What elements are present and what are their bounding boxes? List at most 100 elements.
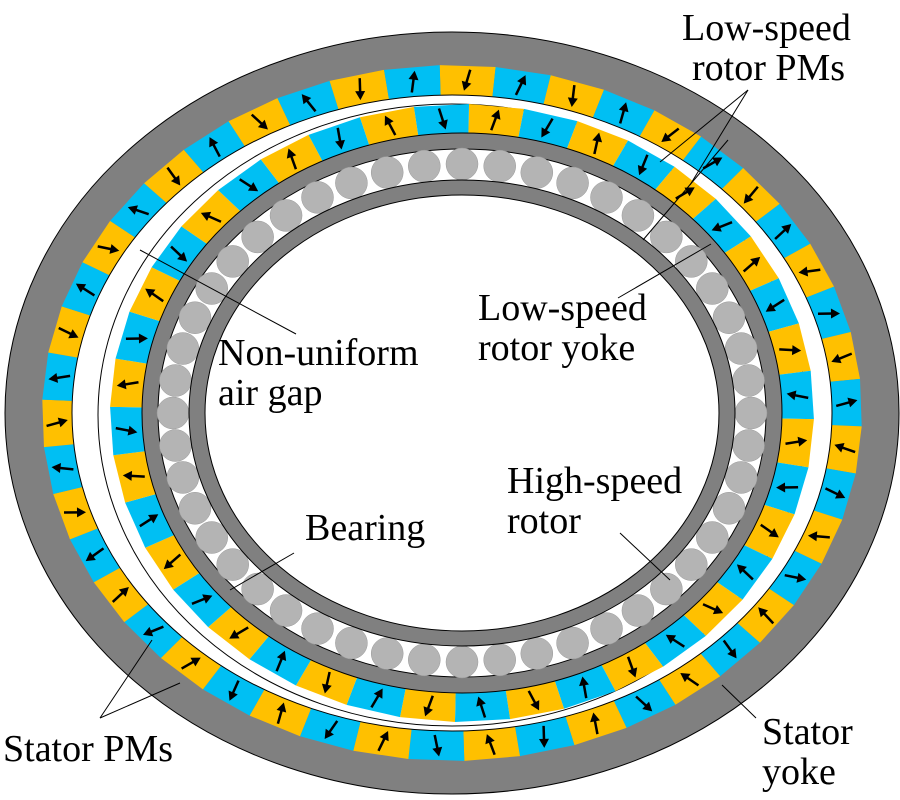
magnetization-arrow-head [627, 667, 638, 678]
leader-line [642, 139, 729, 241]
magnetization-arrow-head [177, 251, 188, 262]
magnetization-arrow-head [423, 706, 433, 717]
magnetization-arrow-head [229, 629, 240, 639]
bearing-ball [301, 612, 334, 645]
magnetization-arrow-head [373, 688, 383, 699]
bearing-ball [216, 245, 249, 278]
magnetization-arrow-head [68, 329, 79, 339]
magnetization-arrow-head [355, 90, 366, 101]
rotor-pm-segment [399, 688, 456, 722]
bearing-ball [445, 147, 479, 181]
bearing-ball [335, 626, 368, 660]
magnetization-arrow-head [797, 436, 808, 447]
magnetization-arrow-head [684, 187, 695, 197]
bearing-ball [675, 245, 708, 278]
magnetization-arrow-head [727, 648, 737, 659]
bearing-ball [216, 548, 249, 581]
magnetization-arrow-head [228, 690, 238, 701]
leader-line [689, 89, 749, 186]
magnetization-arrow-head [661, 132, 672, 143]
low-speed-rotor-pm-ring [110, 104, 814, 722]
magnetization-arrow-head [408, 70, 419, 81]
bearing-ball [724, 332, 758, 365]
label-line: Low-speed [682, 7, 851, 49]
label-line: rotor PMs [692, 47, 846, 89]
bearing-ball [195, 521, 228, 554]
magnetization-arrow-head [750, 256, 761, 267]
bearing-ball [732, 364, 765, 397]
magnetization-arrow-head [830, 308, 840, 319]
magnetization-arrow-head [736, 564, 747, 575]
magnetization-arrow-head [590, 712, 600, 723]
high-speed-rotor [188, 179, 736, 647]
rotor-pm-segment [468, 104, 525, 138]
magnetization-arrow-head [335, 139, 345, 150]
bearing-ball [156, 396, 190, 430]
magnetization-arrow-head [834, 489, 846, 499]
magnetization-arrow-head [711, 222, 722, 232]
bearing-ball [159, 364, 192, 397]
magnetization-arrow-head [642, 701, 653, 712]
label-line: air gap [218, 372, 323, 414]
magnetization-arrow-head [202, 594, 213, 604]
magnetization-arrow-head [379, 731, 389, 742]
stator-pm-ring [42, 65, 862, 761]
bearing-ball [675, 548, 708, 581]
magnetization-arrow-head [163, 559, 174, 570]
magnetization-arrow-head [461, 80, 472, 91]
bearing-ball [178, 492, 212, 525]
label-line: Low-speed [478, 287, 647, 329]
bearing-ball [520, 156, 554, 189]
magnetization-arrow-head [776, 482, 786, 493]
magnetization-arrow-head [680, 672, 691, 683]
magnetization-arrow-head [781, 224, 792, 234]
magnetization-arrow-head [76, 507, 87, 518]
magnetization-arrow-head [276, 650, 287, 662]
magnetization-arrow-head [665, 634, 677, 644]
bearing-ball [590, 612, 623, 645]
magnetization-arrow-head [743, 193, 754, 204]
label-high-speed-rotor: High-speed rotor [507, 461, 682, 541]
magnetization-arrow-head [321, 683, 332, 694]
label-line: Non-uniform [218, 332, 419, 374]
bearing-ball [696, 521, 729, 554]
label-line: Bearing [305, 507, 426, 549]
magnetization-arrow-head [127, 205, 138, 215]
bearing-ball [621, 594, 655, 627]
label-low-speed-rotor-pms: Low-speed rotor PMs [682, 8, 851, 88]
magnetization-arrow-head [791, 345, 802, 356]
magnetization-arrow-head [765, 302, 776, 312]
magnetization-arrow-head [530, 700, 540, 711]
leader-lines [99, 89, 757, 719]
magnetization-arrow-head [209, 137, 219, 148]
magnetization-arrow-head [148, 514, 159, 524]
bearing-ball [556, 626, 589, 660]
magnetization-arrow-head [485, 734, 495, 745]
magnetization-arrow-head [438, 119, 448, 130]
bearing-ball [178, 301, 212, 334]
bearing-ball [445, 645, 479, 679]
bearing-ball [370, 156, 404, 189]
magnetization-arrow-head [118, 587, 129, 597]
bearing-ball [408, 643, 441, 677]
label-line: rotor yoke [478, 327, 636, 369]
magnetization-arrow-head [807, 531, 818, 542]
magnetization-arrow-head [637, 164, 648, 176]
leader-line [721, 684, 757, 719]
magnetization-arrow-head [51, 463, 61, 473]
bearing-ball [269, 199, 303, 232]
bearing-ball [483, 643, 516, 677]
magnetization-arrow-head [491, 109, 501, 120]
bearing-ball [734, 396, 768, 430]
magnetization-arrow-head [301, 94, 312, 105]
label-line: yoke [762, 751, 836, 793]
bearing [156, 147, 768, 679]
leader-line [617, 243, 712, 299]
magnetization-arrow-head [796, 572, 807, 583]
bearing-ball [159, 429, 192, 462]
bearing-ball [241, 220, 274, 254]
label-line: Stator [762, 711, 853, 753]
label-line: High-speed [507, 460, 683, 502]
bearing-ball [696, 272, 729, 305]
